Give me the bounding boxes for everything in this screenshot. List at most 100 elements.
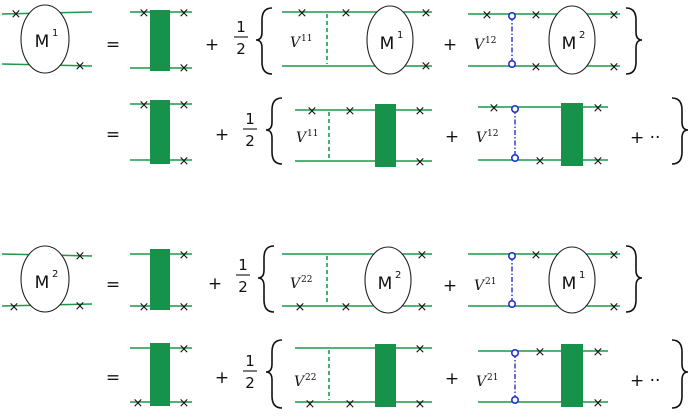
cross-mark: × xyxy=(179,61,190,76)
right-brace xyxy=(671,97,689,165)
m1-blob xyxy=(548,246,596,314)
cross-mark: × xyxy=(139,6,150,21)
cross-mark: × xyxy=(415,342,426,357)
potential-label: V xyxy=(474,278,486,294)
m2-blob xyxy=(548,5,596,75)
right-brace xyxy=(671,339,689,409)
cross-mark: × xyxy=(341,300,352,315)
cross-mark: × xyxy=(179,98,190,113)
plus-sign: + xyxy=(215,368,229,388)
fraction-numerator: 1 xyxy=(245,110,255,128)
cross-mark: × xyxy=(489,101,500,116)
left-brace xyxy=(265,339,283,409)
potential-label: V xyxy=(474,37,486,53)
series-continuation: + ·· xyxy=(630,128,660,148)
fraction-denominator: 2 xyxy=(238,278,248,296)
blob-superscript: 2 xyxy=(52,269,58,280)
equals-sign: = xyxy=(106,125,120,145)
half-fraction: 1 2 xyxy=(234,18,248,58)
vertex-dot xyxy=(507,252,516,261)
left-brace xyxy=(255,7,273,75)
propagator-block: × × × xyxy=(130,6,192,76)
term-v12-block: × × × × V 12 xyxy=(476,101,608,169)
potential-label: V xyxy=(290,276,302,292)
m2-blob xyxy=(20,245,70,313)
half-fraction: 1 2 xyxy=(243,352,257,392)
fraction-denominator: 2 xyxy=(236,40,246,58)
plus-sign: + xyxy=(443,276,457,296)
potential-subscript: 22 xyxy=(301,275,312,285)
blob-superscript: 1 xyxy=(397,30,403,41)
term-v11-m1: × × × × V 11 M 1 xyxy=(282,5,432,75)
propagator-block: × × × xyxy=(130,98,192,169)
blob-label: M xyxy=(380,34,395,54)
cross-mark: × xyxy=(609,8,620,23)
vertex-dot xyxy=(510,348,519,357)
m1-blob xyxy=(366,5,414,75)
potential-label: V xyxy=(476,374,488,390)
potential-subscript: 11 xyxy=(301,34,312,44)
cross-mark: × xyxy=(75,59,86,74)
potential-subscript: 11 xyxy=(307,129,318,139)
cross-mark: × xyxy=(179,6,190,21)
vertex-dot xyxy=(507,59,516,68)
term-v12-m2: × × × × × V 12 M 2 xyxy=(468,5,620,75)
cross-mark: × xyxy=(179,396,190,411)
potential-subscript: 12 xyxy=(487,129,498,139)
vertex-dot xyxy=(507,299,516,308)
blob-superscript: 1 xyxy=(52,28,58,39)
cross-mark: × xyxy=(535,345,546,360)
lhs-m2-diagram: × × × M 2 xyxy=(1,245,93,315)
cross-mark: × xyxy=(179,300,190,315)
term-v22-block: × × × × V 22 xyxy=(294,342,432,412)
cross-mark: × xyxy=(415,397,426,412)
blob-label: M xyxy=(562,274,577,294)
left-brace xyxy=(257,245,275,313)
potential-label: V xyxy=(296,130,308,146)
cross-mark: × xyxy=(593,101,604,116)
cross-mark: × xyxy=(345,104,356,119)
cross-mark: × xyxy=(531,8,542,23)
cross-mark: × xyxy=(295,300,306,315)
cross-mark: × xyxy=(531,248,542,263)
cross-mark: × xyxy=(535,154,546,169)
potential-label: V xyxy=(294,374,306,390)
cross-mark: × xyxy=(593,396,604,411)
half-fraction: 1 2 xyxy=(243,110,257,150)
blob-label: M xyxy=(35,32,50,52)
cross-mark: × xyxy=(297,6,308,21)
cross-mark: × xyxy=(417,300,428,315)
cross-mark: × xyxy=(179,154,190,169)
equals-sign: = xyxy=(106,35,120,55)
blob-label: M xyxy=(35,273,50,293)
equation-2: × × × M 2 = × × × + 1 2 × × × xyxy=(1,245,689,412)
cross-mark: × xyxy=(179,248,190,263)
cross-mark: × xyxy=(421,59,432,74)
cross-mark: × xyxy=(9,300,20,315)
plus-sign: + xyxy=(205,35,219,55)
cross-mark: × xyxy=(307,104,318,119)
cross-mark: × xyxy=(415,155,426,170)
cross-mark: × xyxy=(11,7,22,22)
vertex-dot xyxy=(510,154,519,163)
cross-mark: × xyxy=(75,299,86,314)
plus-sign: + xyxy=(208,274,222,294)
potential-subscript: 21 xyxy=(487,373,498,383)
cross-mark: × xyxy=(593,154,604,169)
cross-mark: × xyxy=(341,6,352,21)
equals-sign: = xyxy=(106,275,120,295)
cross-mark: × xyxy=(609,300,620,315)
m2-blob xyxy=(364,246,412,314)
cross-mark: × xyxy=(417,248,428,263)
vertex-dot xyxy=(510,105,519,114)
propagator-block: × × × xyxy=(130,342,192,411)
plus-sign: + xyxy=(445,369,459,389)
cross-mark: × xyxy=(139,98,150,113)
equals-sign: = xyxy=(106,368,120,388)
cross-mark: × xyxy=(482,8,493,23)
equation-1: × × M 1 = × × × + 1 2 × × × xyxy=(1,4,689,170)
left-brace xyxy=(265,97,283,165)
blob-superscript: 1 xyxy=(579,270,585,281)
cross-mark: × xyxy=(139,300,150,315)
cross-mark: × xyxy=(133,396,144,411)
